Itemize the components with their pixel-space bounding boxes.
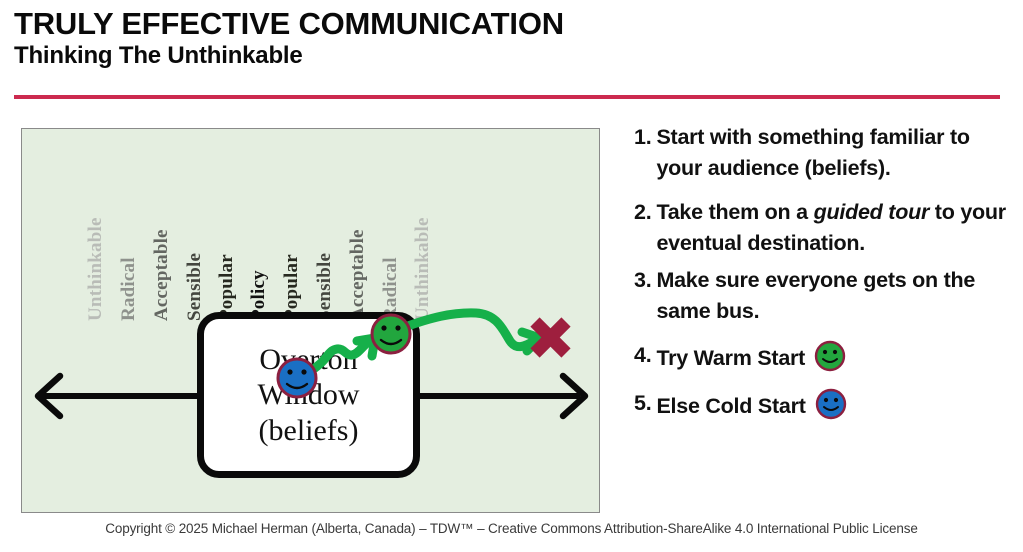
step-number-1: 1. [634,125,652,149]
overton-line-3: (beliefs) [258,413,359,447]
step-item-3: 3. Make sure everyone gets on the same b… [634,265,1014,326]
spectrum-label-left-4: Popular [216,254,237,321]
overton-window-label: Overton Window (beliefs) [204,319,413,471]
spectrum-label-left-1: Radical [118,257,139,321]
step-item-5: 5. Else Cold Start [634,388,1014,429]
step-text-4-label: Try Warm Start [656,346,806,371]
spectrum-label-right-2: Acceptable [347,229,368,321]
overton-line-1: Overton [259,342,358,376]
step-text-1: Start with something familiar to your au… [656,125,970,180]
spectrum-label-left-0: Unthinkable [85,217,106,321]
step-item-4: 4. Try Warm Start [634,340,1014,381]
footer-copyright: Copyright © 2025 Michael Herman (Alberta… [105,521,918,536]
spectrum-label-right-4: Unthinkable [412,217,433,321]
header: TRULY EFFECTIVE COMMUNICATION Thinking T… [14,6,1009,70]
page-subtitle: Thinking The Unthinkable [14,41,303,69]
step-text-5-label: Else Cold Start [656,393,806,418]
spectrum-label-left-3: Sensible [184,252,205,321]
step-text-2-before: Take them on a [656,200,814,225]
steps-list: 1. Start with something familiar to your… [634,122,1014,428]
step-item-1: 1. Start with something familiar to your… [634,122,1014,183]
green-smiley-icon-inline [814,340,846,381]
step-text-4: Try Warm Start [656,340,1014,381]
step-number-4: 4. [634,343,652,368]
spectrum-label-left-2: Acceptable [151,229,172,321]
overton-window-box: Overton Window (beliefs) [197,312,420,478]
overton-line-2: Window [257,378,360,412]
step-text-2-after: to your eventual destination. [656,200,1006,255]
step-text-3: Make sure everyone gets on the same bus. [656,268,976,323]
step-number-5: 5. [634,390,652,415]
step-text-5: Else Cold Start [656,388,1014,429]
spectrum-label-right-1: Sensible [314,252,335,321]
step-text-2-italic: guided tour [813,200,930,225]
header-divider [14,95,1000,99]
step-text-2: Take them on a guided tour to your event… [656,197,1014,258]
spectrum-label-right-0: Popular [281,254,302,321]
blue-smiley-icon-inline [815,388,847,429]
page-title: TRULY EFFECTIVE COMMUNICATION [14,6,564,41]
step-item-2: 2. Take them on a guided tour to your ev… [634,197,1014,258]
step-number-3: 3. [634,268,652,293]
step-number-2: 2. [634,200,652,225]
